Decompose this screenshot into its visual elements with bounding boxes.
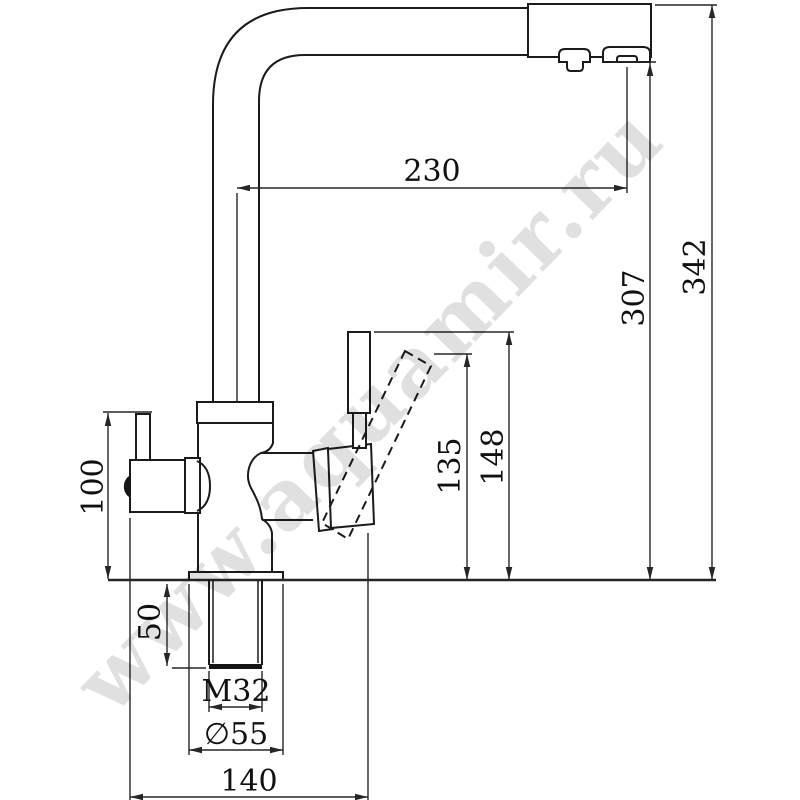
aerator-right-notch — [616, 55, 638, 62]
side-handle-grip — [129, 459, 186, 513]
lever-alt-position-dashed — [320, 349, 433, 541]
dim-label-230: 230 — [403, 154, 460, 189]
shank-end-cap — [209, 664, 262, 669]
body-collar — [196, 401, 274, 424]
dim-label-342: 342 — [678, 238, 713, 295]
spout-pipe-inner — [258, 54, 528, 402]
ext-lines-140 — [129, 518, 369, 800]
dim-label-50: 50 — [133, 603, 168, 641]
ext-lines-d55 — [188, 584, 284, 755]
dim-label-148: 148 — [476, 428, 511, 485]
dim-label-d55: ∅55 — [204, 717, 268, 752]
shank-thread-lines — [212, 580, 259, 663]
dim-label-m32: M32 — [202, 674, 271, 709]
aerator-right — [602, 46, 651, 63]
spout-head — [527, 3, 652, 58]
side-handle-endcap — [123, 475, 131, 498]
spout-pipe-outer — [212, 7, 528, 402]
side-handle-pipe — [135, 413, 151, 460]
faucet-outline — [108, 3, 716, 669]
dimension-annotations: 230 342 307 148 135 100 50 M32 ∅55 140 — [76, 4, 717, 800]
right-connection-cylinder — [261, 452, 313, 521]
lever-rod — [347, 331, 371, 414]
dim-label-135: 135 — [433, 437, 468, 494]
side-handle-collar — [184, 457, 201, 514]
side-handle-dome — [196, 460, 212, 512]
dim-label-307: 307 — [617, 269, 652, 326]
body-right-edge — [247, 423, 274, 572]
dim-label-100: 100 — [76, 458, 111, 515]
aerator-left — [558, 48, 591, 72]
shank-outer — [208, 580, 263, 665]
dim-label-140: 140 — [220, 764, 277, 799]
